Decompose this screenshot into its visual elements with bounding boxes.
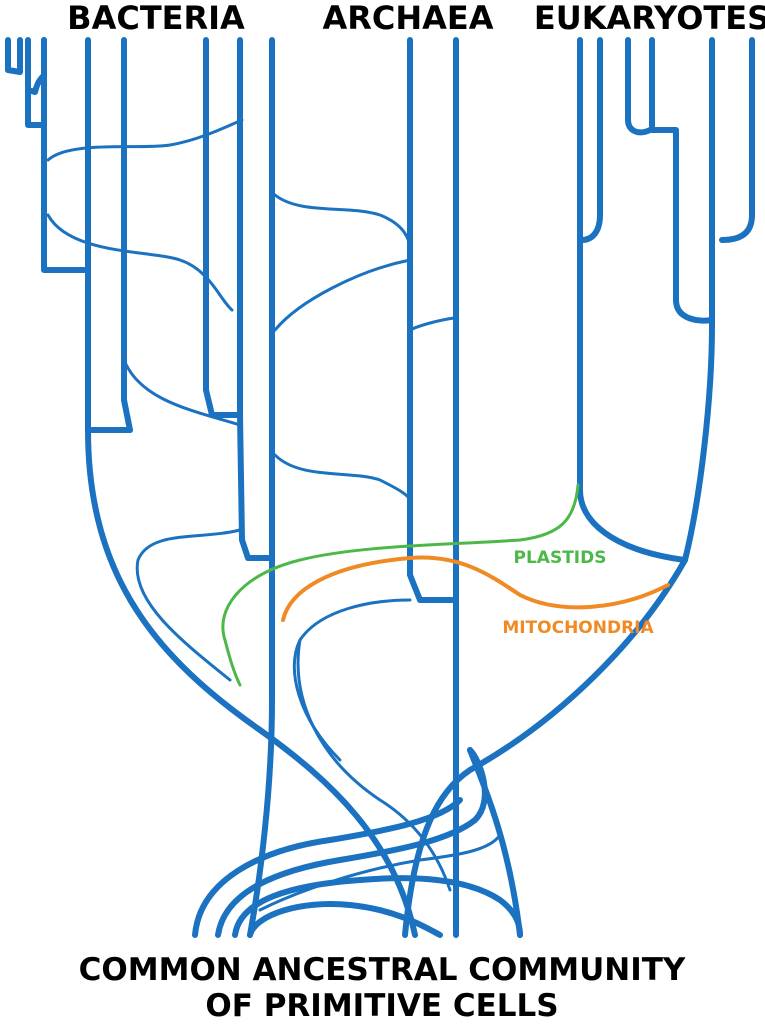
archaea-label: ARCHAEA (322, 0, 493, 37)
bacteria-column-b (203, 37, 243, 418)
eukaryotes-column-a (579, 37, 603, 243)
root-caption-line-1: COMMON ANCESTRAL COMMUNITY (79, 952, 686, 988)
bacteria-outer-branch (85, 37, 418, 938)
bacteria-cross-4 (135, 528, 242, 682)
archaea-cross-2 (273, 258, 412, 332)
eukaryotes-outer-branch (402, 37, 688, 938)
plastids-line (221, 483, 580, 687)
root-strand-5 (467, 747, 523, 938)
root-strand-1 (192, 797, 463, 938)
bacteria-label: BACTERIA (67, 0, 245, 37)
lineage-branches (5, 37, 755, 938)
bacteria-twig-4 (41, 122, 87, 273)
bacteria-cross-3 (122, 358, 242, 427)
archaea-column-mid (407, 37, 455, 603)
archaea-cross-5 (292, 598, 412, 762)
eukaryotes-label: EUKARYOTES (534, 0, 765, 37)
plastids-label: PLASTIDS (514, 548, 607, 568)
bacteria-twig-1 (5, 37, 23, 75)
eukaryotes-column-c (649, 37, 715, 324)
root-strand-4 (247, 901, 443, 938)
root-strand-3 (232, 875, 523, 938)
bacteria-column-a (121, 37, 133, 433)
root-strand-6 (296, 638, 452, 892)
mitochondria-line (281, 555, 670, 622)
archaea-cross-4 (273, 453, 412, 502)
bacteria-cross-1 (46, 118, 244, 162)
bacteria-cross-2 (46, 213, 234, 312)
archaea-cross-3 (408, 316, 456, 332)
root-strand-7 (258, 833, 502, 912)
archaea-column-left (247, 37, 275, 938)
eukaryotes-column-e (719, 37, 755, 243)
bacteria-column-c (237, 37, 275, 561)
archaea-cross-1 (273, 193, 412, 252)
bacteria-twig-3 (25, 37, 47, 128)
eukaryotes-column-b (625, 37, 653, 136)
mitochondria-label: MITOCHONDRIA (502, 618, 654, 638)
root-caption-line-2: OF PRIMITIVE CELLS (205, 988, 558, 1024)
eukaryotes-column-d (682, 37, 715, 563)
